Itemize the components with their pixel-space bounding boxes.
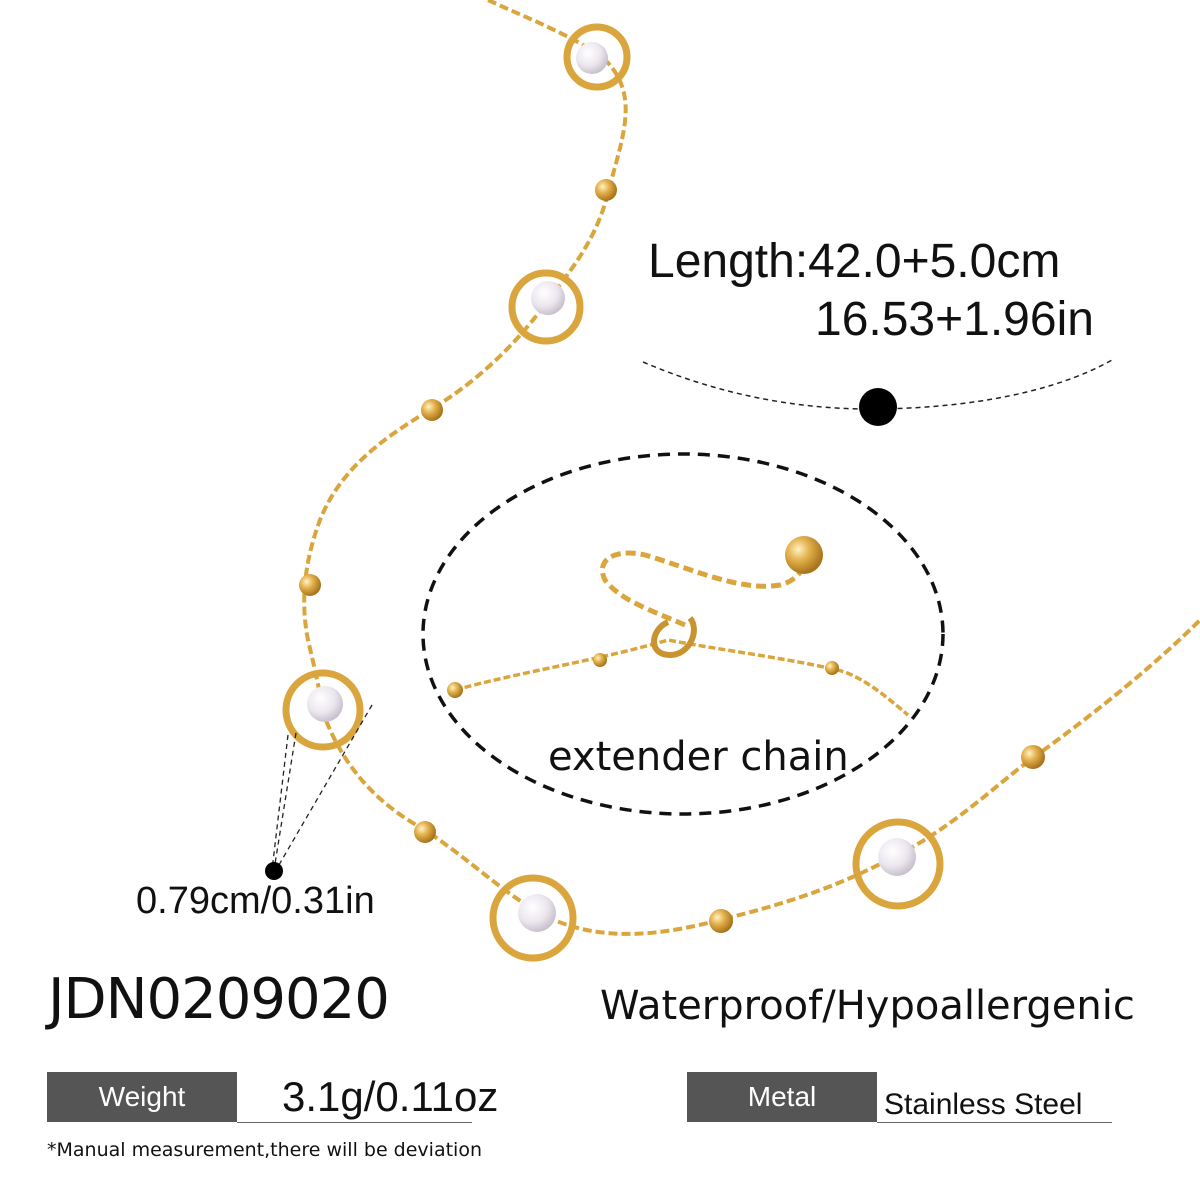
extender-chain-label: extender chain xyxy=(548,734,849,780)
metal-underline xyxy=(877,1122,1112,1123)
pearl-ring-4 xyxy=(489,874,577,962)
weight-label: Weight xyxy=(47,1072,237,1122)
extender-inset-outline xyxy=(421,452,945,816)
measurement-disclaimer: *Manual measurement,there will be deviat… xyxy=(47,1139,482,1161)
length-indicator-dot xyxy=(859,388,897,426)
extender-chain-detail xyxy=(447,536,910,717)
pearl-ring-2 xyxy=(508,269,584,345)
weight-underline xyxy=(237,1122,472,1123)
pendant-size-text: 0.79cm/0.31in xyxy=(136,880,375,922)
weight-value: 3.1g/0.11oz xyxy=(282,1073,499,1120)
product-sku: JDN0209020 xyxy=(48,967,390,1032)
necklace-chain xyxy=(302,0,1200,936)
metal-value: Stainless Steel xyxy=(884,1088,1083,1121)
metal-label: Metal xyxy=(687,1072,877,1122)
length-imperial-text: 16.53+1.96in xyxy=(815,293,1094,346)
pendant-size-dot xyxy=(265,862,283,880)
pearl-ring-1 xyxy=(563,23,631,91)
gold-beads xyxy=(299,179,1045,933)
product-features: Waterproof/Hypoallergenic xyxy=(600,983,1135,1029)
pearl-ring-5 xyxy=(852,818,944,910)
pearl-ring-3 xyxy=(282,669,364,751)
pendant-size-callout xyxy=(271,704,373,871)
length-metric-text: Length:42.0+5.0cm xyxy=(648,235,1061,288)
